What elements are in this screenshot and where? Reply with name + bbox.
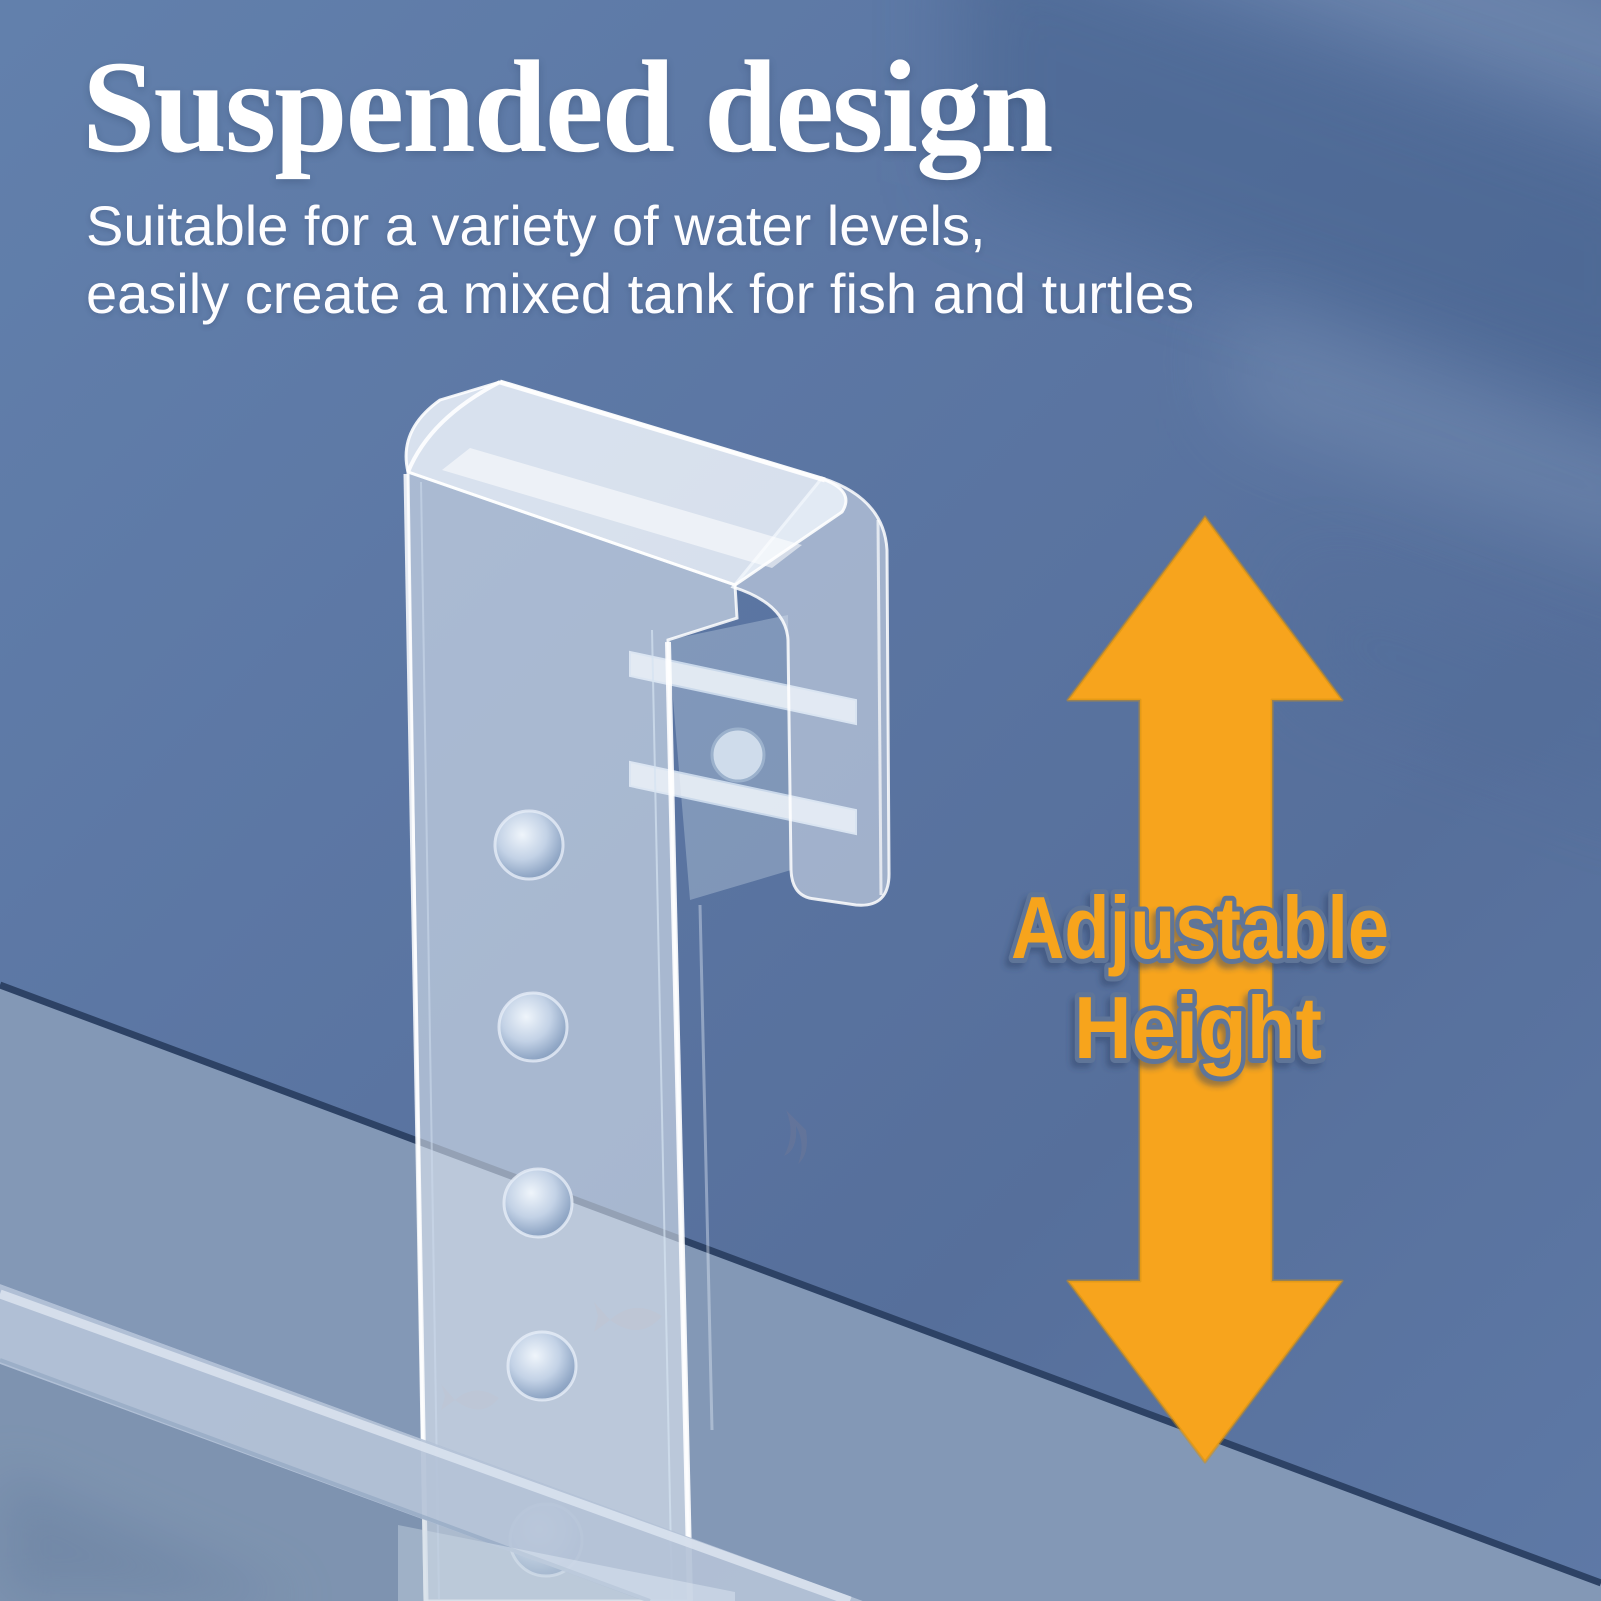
top-back-edge	[499, 379, 826, 483]
underwater-wash	[0, 1364, 645, 1601]
label-line-height: Height	[1074, 978, 1322, 1077]
label-line-adjustable: Adjustable	[1011, 878, 1389, 977]
glass-edge-line	[0, 981, 1601, 1587]
subtitle-line-1: Suitable for a variety of water levels,	[86, 194, 986, 257]
subtitle: Suitable for a variety of water levels, …	[86, 192, 1546, 328]
strap-left-inner-line	[420, 481, 440, 1600]
page-title: Suspended design	[82, 33, 1053, 180]
arm-highlight	[876, 519, 883, 896]
strap-left-edge-highlight	[403, 473, 429, 1601]
subtitle-line-2: easily create a mixed tank for fish and …	[86, 262, 1195, 325]
strap-right-edge-highlight	[665, 641, 693, 1601]
adjustable-height-arrow-icon	[1066, 515, 1344, 1464]
strap-right-inner-line	[651, 629, 673, 1601]
top-left-corner-edge	[406, 380, 501, 473]
acrylic-bracket	[403, 379, 891, 1601]
back-plate-edge	[698, 904, 714, 1431]
corner-shadow	[0, 1470, 300, 1601]
strap-below-rim	[398, 1525, 735, 1601]
light-streaks	[960, 0, 1601, 792]
peg-hole	[710, 727, 766, 783]
glass-rim	[0, 1284, 863, 1601]
top-face-reflection	[442, 448, 802, 568]
hook-right-arm	[730, 476, 891, 907]
adjustable-height-label: Adjustable Height	[1006, 873, 1394, 1082]
